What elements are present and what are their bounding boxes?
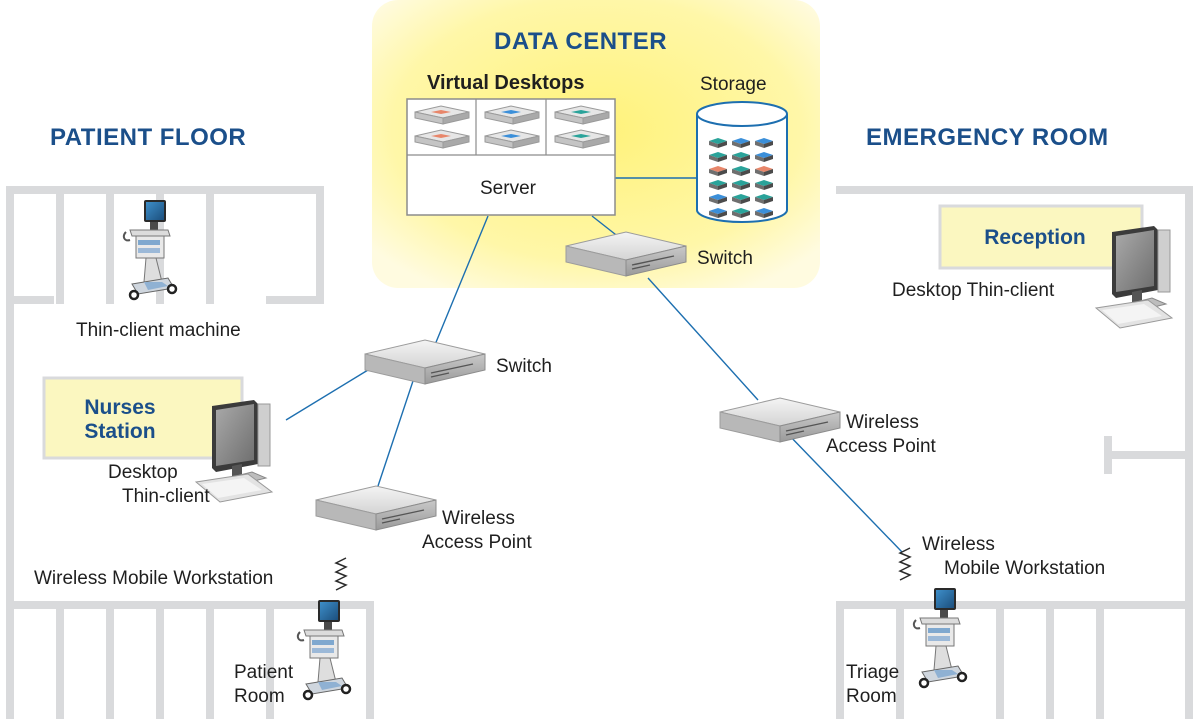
storage-block (755, 138, 773, 148)
patient-room-cart-icon (296, 598, 352, 701)
patient-room-label-line-1: Patient (234, 662, 294, 683)
wireless-signal-icon-er (899, 547, 911, 581)
medical-cart-workstation-icon (122, 198, 178, 301)
desktop-thin-client-label-line-2: Thin-client (122, 486, 210, 507)
triage-room-label-line-1: Triage (846, 662, 900, 683)
nurses-station-label: Nurses Station (60, 396, 180, 444)
thin-client-machine-label: Thin-client machine (76, 320, 241, 341)
mini-server-icon (554, 129, 610, 149)
storage-label: Storage (700, 74, 767, 95)
mini-server-icon (484, 105, 540, 125)
patient-wap-label-line-1: Wireless (442, 508, 515, 529)
er-wap-label-line-1: Wireless (846, 412, 919, 433)
floor-walls (6, 186, 1193, 719)
wireless-signal-icon (335, 557, 347, 591)
storage-block (709, 194, 727, 204)
reception-box (938, 204, 1144, 270)
data-center-switch-label: Switch (697, 248, 753, 269)
desktop-thin-client-label-line-1: Desktop (108, 462, 178, 483)
er-wap-label-line-2: Access Point (826, 436, 936, 457)
storage-cylinder-icon (696, 101, 788, 223)
storage-block (709, 152, 727, 162)
virtual-desktops-label: Virtual Desktops (427, 72, 585, 94)
patient-wap-label-line-2: Access Point (422, 532, 532, 553)
patient-floor-switch-label: Switch (496, 356, 552, 377)
storage-block (755, 194, 773, 204)
storage-block (755, 208, 773, 218)
er-wireless-mobile-workstation-line-1: Wireless (922, 534, 995, 555)
storage-block (709, 138, 727, 148)
storage-block (709, 166, 727, 176)
storage-block (732, 138, 750, 148)
server-label: Server (480, 178, 536, 199)
storage-block (732, 152, 750, 162)
storage-block (755, 166, 773, 176)
er-desktop-thin-client-label: Desktop Thin-client (892, 280, 1055, 301)
wireless-mobile-workstation-label: Wireless Mobile Workstation (34, 568, 274, 589)
patient-floor-switch-icon (364, 339, 486, 385)
storage-block (732, 180, 750, 190)
storage-block (709, 180, 727, 190)
patient-wireless-access-point-icon (315, 485, 437, 531)
storage-block (732, 208, 750, 218)
mini-server-icon (554, 105, 610, 125)
patient-room-label-line-2: Room (234, 686, 285, 707)
virtual-desktop-units (414, 105, 610, 149)
storage-block (709, 208, 727, 218)
triage-room-label-line-2: Room (846, 686, 897, 707)
data-center-title: DATA CENTER (494, 28, 668, 55)
mini-server-icon (414, 129, 470, 149)
storage-block (755, 180, 773, 190)
mini-server-icon (414, 105, 470, 125)
mini-server-icon (484, 129, 540, 149)
nurses-station-line-2: Station (84, 420, 156, 443)
er-wireless-access-point-icon (719, 397, 841, 443)
storage-block (732, 166, 750, 176)
emergency-room-title: EMERGENCY ROOM (866, 124, 1109, 151)
nurses-station-line-1: Nurses (84, 396, 156, 419)
reception-label: Reception (984, 226, 1086, 249)
patient-floor-title: PATIENT FLOOR (50, 124, 247, 151)
er-wireless-mobile-workstation-line-2: Mobile Workstation (944, 558, 1106, 579)
storage-block (732, 194, 750, 204)
storage-block (755, 152, 773, 162)
